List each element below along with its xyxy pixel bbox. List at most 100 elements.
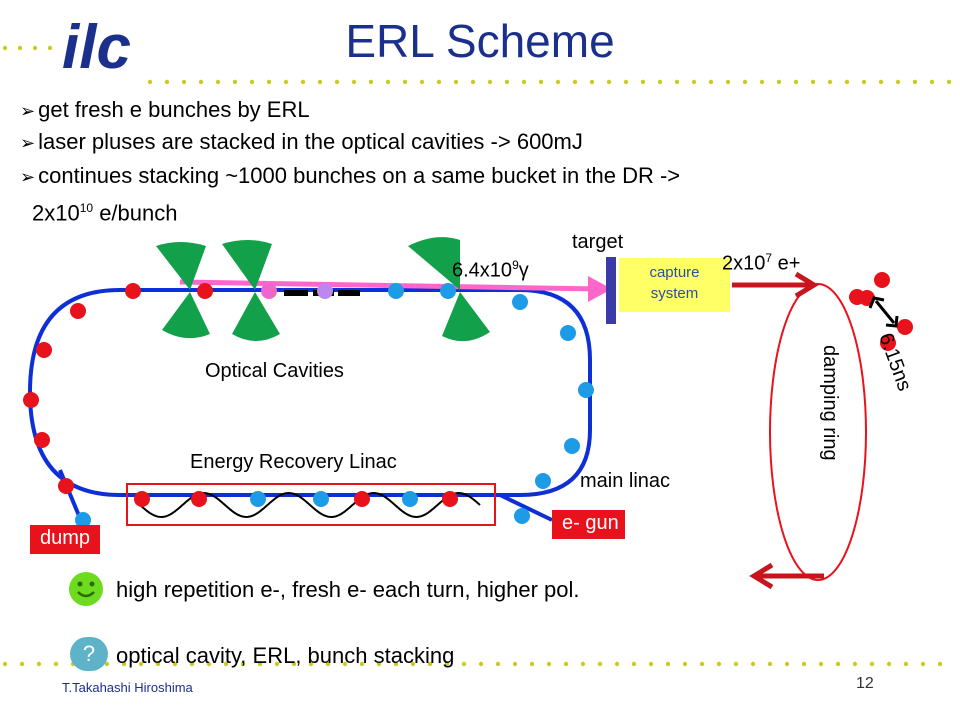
divider-dot (47, 45, 53, 51)
divider-dot (886, 661, 892, 667)
divider-dot (614, 661, 620, 667)
bunch-blue (75, 512, 91, 528)
erl-label: Energy Recovery Linac (190, 451, 397, 473)
bunch-red (34, 432, 50, 448)
divider-dot (385, 79, 391, 85)
divider-dot (878, 79, 884, 85)
divider-dot (342, 661, 348, 667)
divider-dot (835, 661, 841, 667)
divider-dot (742, 79, 748, 85)
divider-dot (665, 661, 671, 667)
divider-dot (359, 661, 365, 667)
dump-label: dump (30, 525, 101, 554)
divider-dot (334, 79, 340, 85)
divider-dot (206, 661, 212, 667)
divider-dot (801, 661, 807, 667)
divider-dot (189, 661, 195, 667)
laser-arrowhead (588, 276, 612, 302)
divider-dot (308, 661, 314, 667)
mirror-1-top (156, 242, 206, 290)
legend-issue-text: optical cavity, ERL, bunch stacking (116, 643, 455, 668)
divider-dot (121, 661, 127, 667)
divider-dot (368, 79, 374, 85)
divider-dot (691, 79, 697, 85)
divider-dot (283, 79, 289, 85)
divider-dot (716, 661, 722, 667)
bunch-blue (512, 294, 528, 310)
divider-dot (470, 79, 476, 85)
divider-dot (198, 79, 204, 85)
target-label: target (572, 231, 624, 253)
divider-dot (725, 79, 731, 85)
question-icon: ? (70, 637, 108, 671)
positron-arrow-in (732, 271, 819, 299)
divider-dot (427, 661, 433, 667)
divider-dot (487, 79, 493, 85)
divider-dot (869, 661, 875, 667)
divider-dot (852, 661, 858, 667)
bunch-red (58, 478, 74, 494)
dotted-divider-top (147, 79, 952, 85)
divider-dot (589, 79, 595, 85)
mirror-3-bottom (442, 292, 490, 342)
divider-dot (555, 79, 561, 85)
divider-dot (402, 79, 408, 85)
divider-dot (325, 661, 331, 667)
divider-dot (181, 79, 187, 85)
divider-dot (240, 661, 246, 667)
bunch-blue (564, 438, 580, 454)
divider-dot (376, 661, 382, 667)
divider-dot (929, 79, 935, 85)
divider-dot (444, 661, 450, 667)
svg-text:ilc: ilc (62, 13, 131, 82)
divider-dot (937, 661, 943, 667)
divider-dot (291, 661, 297, 667)
legend-advantage-text: high repetition e-, fresh e- each turn, … (116, 577, 580, 602)
damping-ring-label: damping ring (819, 345, 841, 461)
optical-cavity-mirrors (156, 237, 490, 342)
electron-bunches (23, 272, 913, 528)
bunch-blue (535, 473, 551, 489)
divider-dot (640, 79, 646, 85)
bunch-red (70, 303, 86, 319)
divider-dot (912, 79, 918, 85)
bullet-2: ➢laser pluses are stacked in the optical… (20, 129, 583, 154)
divider-dot (946, 79, 952, 85)
divider-dot (2, 661, 8, 667)
divider-dot (266, 79, 272, 85)
gun-line (499, 493, 553, 522)
mirror-2-top (222, 240, 272, 290)
divider-dot (215, 79, 221, 85)
divider-dot (546, 661, 552, 667)
divider-dot (495, 661, 501, 667)
divider-dot (138, 661, 144, 667)
divider-dot (478, 661, 484, 667)
divider-dot (164, 79, 170, 85)
divider-dot (682, 661, 688, 667)
divider-dot (844, 79, 850, 85)
bunch-violet (317, 283, 333, 299)
bunch-red (191, 491, 207, 507)
divider-dot (453, 79, 459, 85)
divider-dot (699, 661, 705, 667)
divider-dot (776, 79, 782, 85)
divider-dot (53, 661, 59, 667)
bunch-red (354, 491, 370, 507)
bunch-red (442, 491, 458, 507)
bunch-red (134, 491, 150, 507)
bunch-blue (514, 508, 530, 524)
electron-gun-label: e- gun (552, 510, 625, 539)
divider-dot (767, 661, 773, 667)
bunch-red (874, 272, 890, 288)
page-number: 12 (856, 675, 874, 692)
divider-dot (300, 79, 306, 85)
divider-dot (538, 79, 544, 85)
divider-dot (827, 79, 833, 85)
divider-dot (436, 79, 442, 85)
dotted-divider-left (2, 45, 53, 51)
divider-dot (317, 79, 323, 85)
divider-dot (104, 661, 110, 667)
bunch-red (880, 335, 896, 351)
divider-dot (674, 79, 680, 85)
